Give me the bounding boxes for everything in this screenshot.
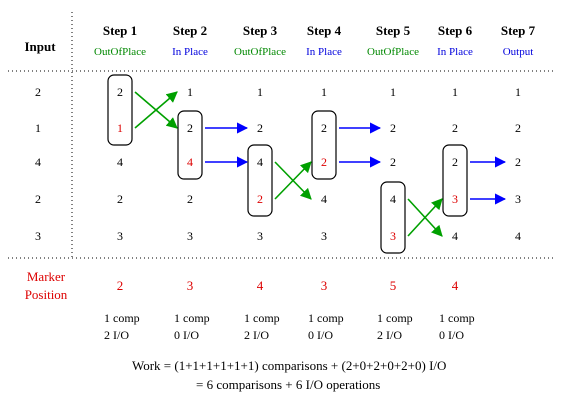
step-value: 1 xyxy=(117,121,123,135)
step-value: 1 xyxy=(257,85,263,99)
input-value: 4 xyxy=(35,155,41,169)
step-headers: Step 1 OutOfPlace Step 2 In Place Step 3 OutO… xyxy=(94,23,536,58)
step-title: Step 5 xyxy=(376,23,411,38)
marker-position-value: 5 xyxy=(390,278,397,293)
step-title: Step 2 xyxy=(173,23,207,38)
step-value: 2 xyxy=(452,155,458,169)
step-value: 4 xyxy=(257,155,263,169)
input-value: 1 xyxy=(35,121,41,135)
step-value: 2 xyxy=(117,192,123,206)
marker-position-value: 3 xyxy=(187,278,194,293)
step-value: 4 xyxy=(321,192,327,206)
step-comparisons: 1 comp xyxy=(104,311,140,325)
comparison-box xyxy=(247,144,273,217)
step-values: 2 1 4 2 3 1 2 4 2 3 1 2 4 2 3 1 2 2 4 3 1 2 2 4 3 1 2 2 3 4 1 2 2 3 4 xyxy=(117,85,521,243)
step-io: 0 I/O xyxy=(308,328,333,342)
step-value: 1 xyxy=(452,85,458,99)
step-title: Step 4 xyxy=(307,23,342,38)
step-value: 2 xyxy=(257,192,263,206)
input-header: Input xyxy=(24,39,56,54)
step-value: 2 xyxy=(321,121,327,135)
comparison-boxes xyxy=(107,74,468,254)
marker-position-value: 3 xyxy=(321,278,328,293)
step-io: 0 I/O xyxy=(174,328,199,342)
step-value: 2 xyxy=(390,155,396,169)
input-column: 2 1 4 2 3 xyxy=(35,85,41,243)
step-value: 2 xyxy=(390,121,396,135)
step-value: 3 xyxy=(117,229,123,243)
marker-position-value: 4 xyxy=(452,278,459,293)
step-value: 3 xyxy=(452,192,458,206)
step-io: 2 I/O xyxy=(377,328,402,342)
marker-label-line1: Marker xyxy=(27,269,66,284)
step-mode: OutOfPlace xyxy=(234,46,286,58)
comparison-box xyxy=(107,74,133,146)
step-comparisons: 1 comp xyxy=(174,311,210,325)
step-title: Step 1 xyxy=(103,23,137,38)
step-io: 2 I/O xyxy=(244,328,269,342)
step-value: 4 xyxy=(515,229,521,243)
step-costs: 1 comp 2 I/O 1 comp 0 I/O 1 comp 2 I/O 1 comp 0… xyxy=(104,311,475,342)
step-value: 2 xyxy=(187,192,193,206)
step-mode: In Place xyxy=(306,46,342,58)
comparison-box xyxy=(311,110,337,180)
work-summary-line1: Work = (1+1+1+1+1+1) comparisons + (2+0+… xyxy=(132,358,446,373)
step-io: 0 I/O xyxy=(439,328,464,342)
step-value: 2 xyxy=(187,121,193,135)
step-value: 2 xyxy=(117,85,123,99)
input-value: 2 xyxy=(35,85,41,99)
comparison-box xyxy=(177,110,203,180)
step-comparisons: 1 comp xyxy=(308,311,344,325)
marker-label-line2: Position xyxy=(25,287,68,302)
swap-arrow xyxy=(134,91,178,129)
swap-arrow xyxy=(407,198,443,237)
marker-positions: 2 3 4 3 5 4 xyxy=(117,278,459,293)
step-mode: OutOfPlace xyxy=(94,46,146,58)
step-value: 4 xyxy=(452,229,458,243)
step-mode: In Place xyxy=(437,46,473,58)
step-value: 2 xyxy=(452,121,458,135)
input-value: 2 xyxy=(35,192,41,206)
step-value: 2 xyxy=(321,155,327,169)
step-mode: In Place xyxy=(172,46,208,58)
step-comparisons: 1 comp xyxy=(439,311,475,325)
step-value: 4 xyxy=(187,155,193,169)
step-value: 1 xyxy=(321,85,327,99)
step-value: 1 xyxy=(187,85,193,99)
step-value: 2 xyxy=(257,121,263,135)
step-mode: Output xyxy=(503,46,534,58)
step-value: 3 xyxy=(515,192,521,206)
step-value: 4 xyxy=(390,192,396,206)
input-value: 3 xyxy=(35,229,41,243)
step-title: Step 3 xyxy=(243,23,278,38)
step-comparisons: 1 comp xyxy=(377,311,413,325)
step-value: 1 xyxy=(390,85,396,99)
work-summary-line2: = 6 comparisons + 6 I/O operations xyxy=(196,377,380,392)
step-value: 4 xyxy=(117,155,123,169)
step-value: 2 xyxy=(515,121,521,135)
step-value: 3 xyxy=(390,229,396,243)
step-value: 3 xyxy=(257,229,263,243)
step-io: 2 I/O xyxy=(104,328,129,342)
step-mode: OutOfPlace xyxy=(367,46,419,58)
step-value: 1 xyxy=(515,85,521,99)
step-value: 2 xyxy=(515,155,521,169)
marker-position-value: 2 xyxy=(117,278,124,293)
step-comparisons: 1 comp xyxy=(244,311,280,325)
comparison-box xyxy=(380,181,406,254)
step-value: 3 xyxy=(187,229,193,243)
swap-arrow xyxy=(274,161,312,200)
move-arrows xyxy=(134,91,507,237)
step-value: 3 xyxy=(321,229,327,243)
step-title: Step 7 xyxy=(501,23,536,38)
comparison-box xyxy=(442,144,468,217)
marker-position-value: 4 xyxy=(257,278,264,293)
step-title: Step 6 xyxy=(438,23,473,38)
